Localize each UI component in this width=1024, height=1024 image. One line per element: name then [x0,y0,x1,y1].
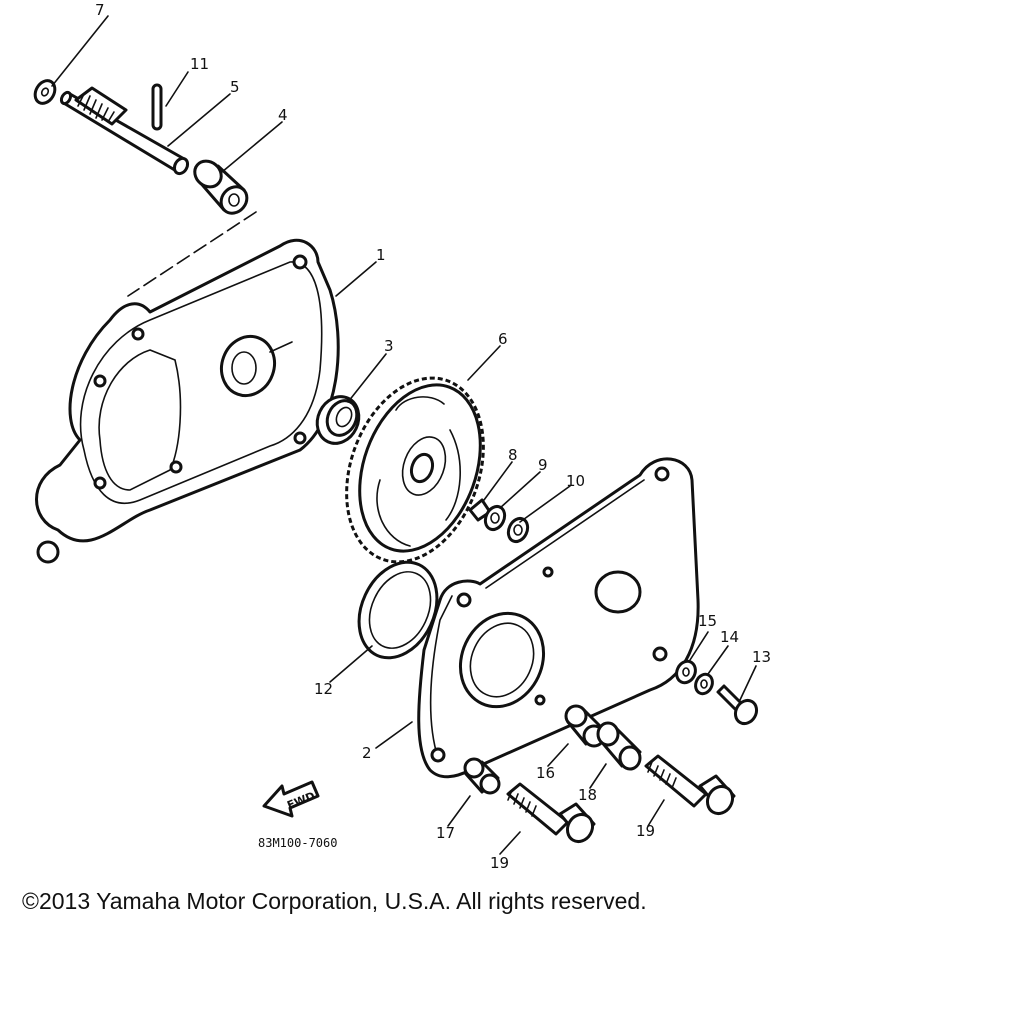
exploded-parts-diagram: 7 11 5 4 1 3 6 8 9 10 12 2 15 14 13 16 1… [33,1,771,872]
part-2-outer-cover [417,457,700,779]
part-19-bolt-left [506,782,596,844]
part-17-collar [463,757,501,795]
part-9-washer [483,504,507,532]
fwd-arrow-icon: FWD [262,780,320,818]
callout-14: 14 [720,628,739,646]
callout-7: 7 [95,1,105,19]
callout-1: 1 [376,246,386,264]
leader-lines [51,15,757,855]
part-1-case-cover [35,238,340,564]
callout-12: 12 [314,680,333,698]
callout-8: 8 [508,446,518,464]
callout-16: 16 [536,764,555,782]
part-5-shaft [59,86,190,176]
callout-6: 6 [498,330,508,348]
callout-18: 18 [578,786,597,804]
part-6-gear [345,376,485,564]
copyright-notice: ©2013 Yamaha Motor Corporation, U.S.A. A… [22,888,647,914]
callout-labels: 7 11 5 4 1 3 6 8 9 10 12 2 15 14 13 16 1… [95,1,771,872]
callout-13: 13 [752,648,771,666]
part-14-washer [694,672,714,696]
callout-19-right: 19 [636,822,655,840]
part-13-screw [716,684,759,726]
part-15-washer [675,659,697,685]
callout-2: 2 [362,744,372,762]
drawing-code: 83M100-7060 [258,836,337,850]
callout-4: 4 [278,106,288,124]
callout-10: 10 [566,472,585,490]
callout-15: 15 [698,612,717,630]
callout-19-left: 19 [490,854,509,872]
part-19-bolt-right [644,754,736,816]
callout-11: 11 [190,55,209,73]
part-7-washer [33,79,57,105]
callout-17: 17 [436,824,455,842]
part-3-bearing [315,395,361,445]
callout-3: 3 [384,337,394,355]
callout-5: 5 [230,78,240,96]
part-11-pin [151,83,163,131]
part-4-bushing [193,159,249,215]
callout-9: 9 [538,456,548,474]
part-10-circlip [506,516,530,544]
part-18-collar [596,721,642,771]
